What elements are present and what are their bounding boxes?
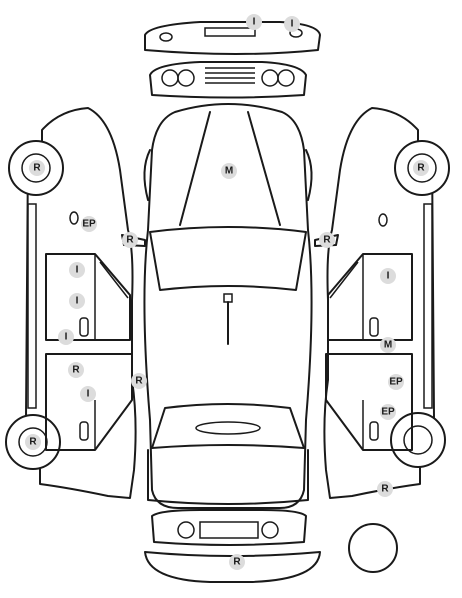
svg-text:EP: EP [381, 407, 395, 418]
mark-rear-bumper-r[interactable]: R [229, 554, 245, 570]
svg-text:R: R [135, 376, 143, 387]
car-body-top[interactable] [143, 103, 313, 509]
svg-text:I: I [253, 17, 256, 28]
mark-left-mirror-r[interactable]: R [122, 232, 138, 248]
svg-text:I: I [65, 332, 68, 343]
svg-text:M: M [384, 340, 392, 351]
svg-text:I: I [76, 265, 79, 276]
mark-right-rear-wheel-r[interactable]: R [377, 481, 393, 497]
mark-left-front-door-i1[interactable]: I [69, 262, 85, 278]
mark-right-rear-door-ep1[interactable]: EP [388, 374, 404, 390]
mark-hood-m[interactable]: M [221, 163, 237, 179]
svg-text:EP: EP [82, 219, 96, 230]
mark-right-front-door-m[interactable]: M [380, 337, 396, 353]
mark-left-front-wheel-r[interactable]: R [29, 160, 45, 176]
svg-text:I: I [291, 19, 294, 30]
mark-left-rear-door-r[interactable]: R [68, 362, 84, 378]
mark-left-rear-wheel-r[interactable]: R [25, 434, 41, 450]
svg-text:I: I [87, 389, 90, 400]
mark-left-front-door-i2[interactable]: I [69, 293, 85, 309]
mark-right-front-door-i[interactable]: I [380, 268, 396, 284]
svg-text:M: M [225, 166, 233, 177]
svg-text:I: I [387, 271, 390, 282]
svg-text:R: R [381, 484, 389, 495]
mark-front-bumper-i2[interactable]: I [284, 16, 300, 32]
rear-bumper[interactable] [144, 509, 321, 583]
mark-left-front-door-i3[interactable]: I [58, 329, 74, 345]
damage-marks: I I M R EP R I I [25, 14, 429, 570]
mark-left-rear-side-r[interactable]: R [131, 373, 147, 389]
mark-right-rear-door-ep2[interactable]: EP [380, 404, 396, 420]
spare-wheel[interactable] [348, 523, 398, 573]
svg-text:R: R [126, 235, 134, 246]
svg-text:R: R [72, 365, 80, 376]
mark-left-front-door-ep[interactable]: EP [81, 216, 97, 232]
car-right-side[interactable] [314, 107, 450, 499]
svg-text:R: R [33, 163, 41, 174]
svg-text:R: R [417, 163, 425, 174]
svg-text:I: I [76, 296, 79, 307]
front-grille[interactable] [149, 61, 307, 99]
mark-right-front-wheel-r[interactable]: R [413, 160, 429, 176]
svg-text:R: R [29, 437, 37, 448]
svg-text:EP: EP [389, 377, 403, 388]
svg-text:R: R [323, 235, 331, 246]
mark-left-rear-door-i[interactable]: I [80, 386, 96, 402]
mark-right-mirror-r[interactable]: R [319, 232, 335, 248]
mark-front-bumper-i1[interactable]: I [246, 14, 262, 30]
svg-text:R: R [233, 557, 241, 568]
